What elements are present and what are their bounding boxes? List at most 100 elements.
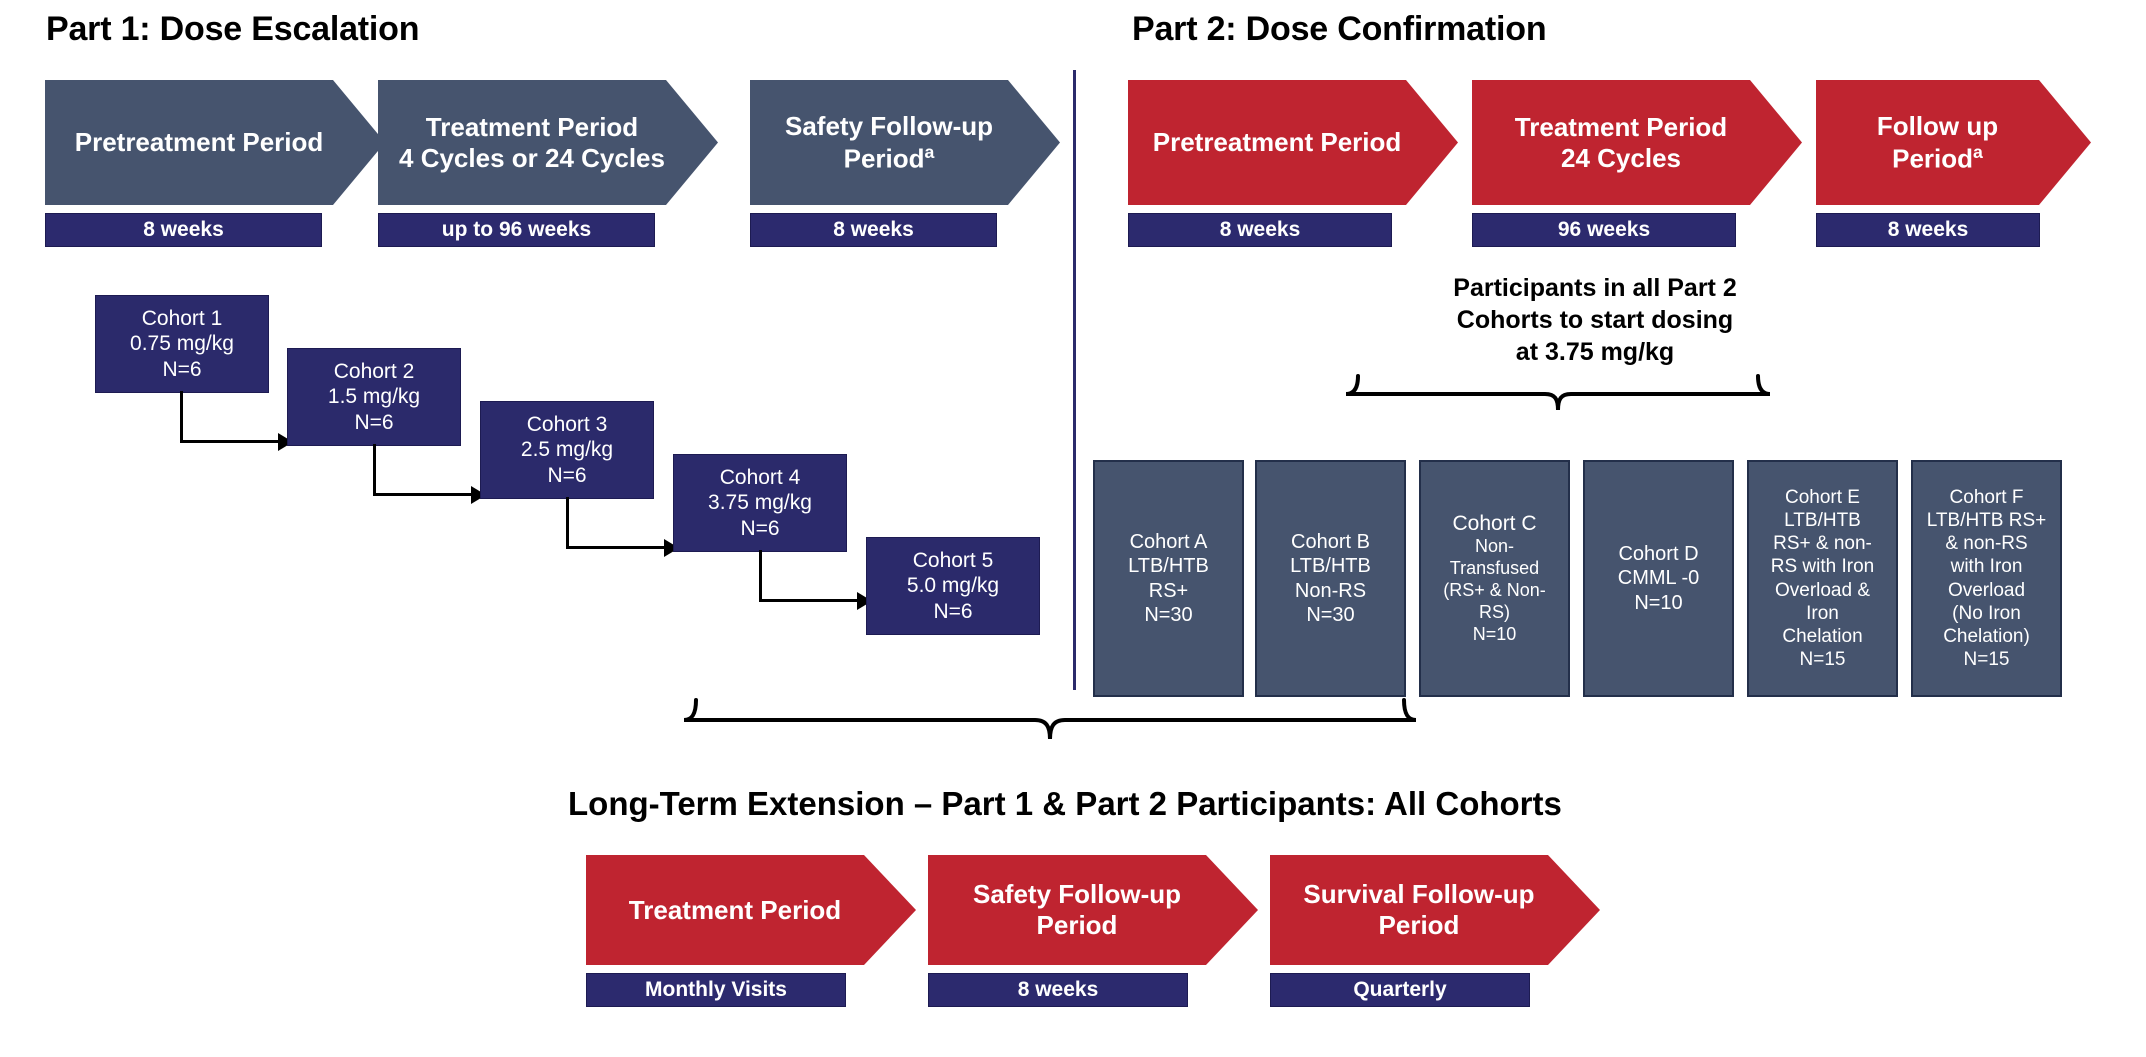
part1-duration-label-treatment: up to 96 weeks xyxy=(441,218,592,241)
part2-cohort-box-c: Cohort C Non- Transfused (RS+ & Non- RS)… xyxy=(1419,460,1570,697)
part2-cohort-d-n: N=10 xyxy=(1634,591,1683,614)
connector-4-horizontal xyxy=(759,599,864,602)
lte-phase-label-treatment: Treatment Period xyxy=(628,894,842,925)
part2-dosing-note: Participants in all Part 2 Cohorts to st… xyxy=(1385,272,1805,368)
lte-duration-label-survival-followup: Quarterly xyxy=(1353,978,1447,1001)
lte-phase-chevron-treatment: Treatment Period xyxy=(586,855,916,965)
part1-phase-label-pretreatment: Pretreatment Period xyxy=(74,127,324,158)
part1-cohort-box-3: Cohort 3 2.5 mg/kg N=6 xyxy=(480,401,654,499)
part1-title: Part 1: Dose Escalation xyxy=(46,10,420,48)
part1-cohort-3-name: Cohort 3 xyxy=(526,412,608,436)
part2-duration-label-pretreatment: 8 weeks xyxy=(1219,218,1301,241)
part2-cohort-f-line-1: Cohort F xyxy=(1949,486,2024,508)
part2-cohort-a-line-3: RS+ xyxy=(1148,579,1189,602)
part1-duration-treatment: up to 96 weeks xyxy=(378,213,655,247)
part2-phase-label-treatment: Treatment Period 24 Cycles xyxy=(1514,111,1728,173)
part2-duration-label-followup: 8 weeks xyxy=(1887,218,1969,241)
part1-cohort-box-2: Cohort 2 1.5 mg/kg N=6 xyxy=(287,348,461,446)
part2-cohort-a-line-2: LTB/HTB xyxy=(1128,555,1209,578)
part2-cohort-f-line-3: & non-RS xyxy=(1945,533,2028,555)
lte-duration-label-safety-followup: 8 weeks xyxy=(1017,978,1099,1001)
part2-cohort-a-n: N=30 xyxy=(1144,603,1193,626)
part2-cohort-f-line-2: LTB/HTB RS+ xyxy=(1926,509,2047,531)
part2-cohort-b-line-2: LTB/HTB xyxy=(1290,555,1371,578)
part1-cohort-1-name: Cohort 1 xyxy=(141,306,223,330)
part1-phase-chevron-treatment: Treatment Period 4 Cycles or 24 Cycles xyxy=(378,80,718,205)
lte-phase-label-safety-followup: Safety Follow-up Period xyxy=(973,879,1181,940)
part1-cohort-5-name: Cohort 5 xyxy=(912,548,994,572)
part2-phase-chevron-followup: Follow up Perioda xyxy=(1816,80,2091,205)
part2-duration-followup: 8 weeks xyxy=(1816,213,2040,247)
part2-phase-label-pretreatment: Pretreatment Period xyxy=(1152,127,1402,158)
part1-phase-chevron-pretreatment: Pretreatment Period xyxy=(45,80,385,205)
part2-cohort-a-line-1: Cohort A xyxy=(1129,530,1208,553)
part2-cohort-f-n: N=15 xyxy=(1963,649,2010,671)
part2-cohort-f-line-4: with Iron xyxy=(1950,556,2023,578)
part2-phase-label-followup: Follow up Perioda xyxy=(1876,111,1999,174)
part2-cohort-e-line-3: RS+ & non- xyxy=(1773,533,1872,555)
part2-cohort-c-n: N=10 xyxy=(1472,624,1517,645)
part2-duration-treatment: 96 weeks xyxy=(1472,213,1736,247)
part1-footnote-marker-a: a xyxy=(924,141,935,162)
part2-cohort-box-e: Cohort E LTB/HTB RS+ & non- RS with Iron… xyxy=(1747,460,1898,697)
part2-phase-chevron-treatment: Treatment Period 24 Cycles xyxy=(1472,80,1802,205)
part1-cohort-2-n: N=6 xyxy=(354,410,394,434)
part2-cohort-c-line-5: RS) xyxy=(1479,602,1510,623)
part2-cohort-b-line-1: Cohort B xyxy=(1291,530,1370,553)
part2-cohort-f-line-7: Chelation) xyxy=(1943,625,2030,647)
part1-phase-label-safety-followup: Safety Follow-up Perioda xyxy=(785,111,993,174)
part2-cohort-e-line-7: Chelation xyxy=(1782,625,1863,647)
part1-duration-pretreatment: 8 weeks xyxy=(45,213,322,247)
part1-cohort-5-dose: 5.0 mg/kg xyxy=(906,574,1000,598)
part2-cohort-box-d: Cohort D CMML -0 N=10 xyxy=(1583,460,1734,697)
connector-2-horizontal xyxy=(373,493,478,496)
part1-cohort-2-name: Cohort 2 xyxy=(333,359,415,383)
lte-duration-label-treatment: Monthly Visits xyxy=(645,978,787,1001)
part2-cohort-e-line-6: Iron xyxy=(1806,602,1839,624)
connector-3-vertical xyxy=(566,497,569,549)
part1-cohort-5-n: N=6 xyxy=(933,599,973,623)
part2-dosing-note-line-2: Cohorts to start dosing xyxy=(1456,306,1734,334)
part2-phase-chevron-pretreatment: Pretreatment Period xyxy=(1128,80,1458,205)
lte-phase-chevron-survival-followup: Survival Follow-up Period xyxy=(1270,855,1600,965)
connector-2-vertical xyxy=(373,444,376,496)
part1-cohort-1-n: N=6 xyxy=(162,357,202,381)
lte-phase-label-survival-followup: Survival Follow-up Period xyxy=(1303,879,1535,940)
part1-duration-label-safety-followup: 8 weeks xyxy=(833,218,914,241)
part2-cohort-b-n: N=30 xyxy=(1306,603,1355,626)
part2-cohort-box-a: Cohort A LTB/HTB RS+ N=30 xyxy=(1093,460,1244,697)
part1-cohort-2-dose: 1.5 mg/kg xyxy=(327,385,421,409)
part1-part2-vertical-divider xyxy=(1073,70,1076,690)
part1-cohort-3-n: N=6 xyxy=(547,463,587,487)
part1-cohort-box-1: Cohort 1 0.75 mg/kg N=6 xyxy=(95,295,269,393)
part2-duration-label-treatment: 96 weeks xyxy=(1557,218,1651,241)
part1-cohort-box-5: Cohort 5 5.0 mg/kg N=6 xyxy=(866,537,1040,635)
part2-cohort-e-line-4: RS with Iron xyxy=(1770,556,1875,578)
part1-phase-label-treatment: Treatment Period 4 Cycles or 24 Cycles xyxy=(399,111,665,173)
part1-duration-safety-followup: 8 weeks xyxy=(750,213,997,247)
part2-footnote-marker-a: a xyxy=(1973,141,1983,162)
lte-duration-treatment: Monthly Visits xyxy=(586,973,846,1007)
lte-title: Long-Term Extension – Part 1 & Part 2 Pa… xyxy=(568,785,1562,822)
part2-cohort-f-line-5: Overload xyxy=(1947,579,2026,601)
part2-cohort-c-line-4: (RS+ & Non- xyxy=(1443,580,1546,601)
part2-cohort-c-line-1: Cohort C xyxy=(1452,511,1537,535)
connector-1-horizontal xyxy=(180,440,285,443)
part2-cohort-box-f: Cohort F LTB/HTB RS+ & non-RS with Iron … xyxy=(1911,460,2062,697)
part2-dosing-note-line-1: Participants in all Part 2 xyxy=(1453,274,1737,302)
part1-cohort-3-dose: 2.5 mg/kg xyxy=(520,438,614,462)
part2-cohort-f-line-6: (No Iron xyxy=(1952,602,2021,624)
lte-duration-survival-followup: Quarterly xyxy=(1270,973,1530,1007)
part2-cohort-e-line-5: Overload & xyxy=(1774,579,1871,601)
part2-cohort-e-n: N=15 xyxy=(1799,649,1846,671)
part2-cohort-box-b: Cohort B LTB/HTB Non-RS N=30 xyxy=(1255,460,1406,697)
lte-duration-safety-followup: 8 weeks xyxy=(928,973,1188,1007)
connector-1-vertical xyxy=(180,391,183,443)
part2-cohort-d-line-2: CMML -0 xyxy=(1617,567,1700,590)
part2-cohort-e-line-2: LTB/HTB xyxy=(1784,509,1861,531)
lte-bracket xyxy=(683,698,1417,740)
part2-cohort-d-line-1: Cohort D xyxy=(1618,542,1699,565)
part1-duration-label-pretreatment: 8 weeks xyxy=(143,218,224,241)
part1-cohort-box-4: Cohort 4 3.75 mg/kg N=6 xyxy=(673,454,847,552)
part2-duration-pretreatment: 8 weeks xyxy=(1128,213,1392,247)
